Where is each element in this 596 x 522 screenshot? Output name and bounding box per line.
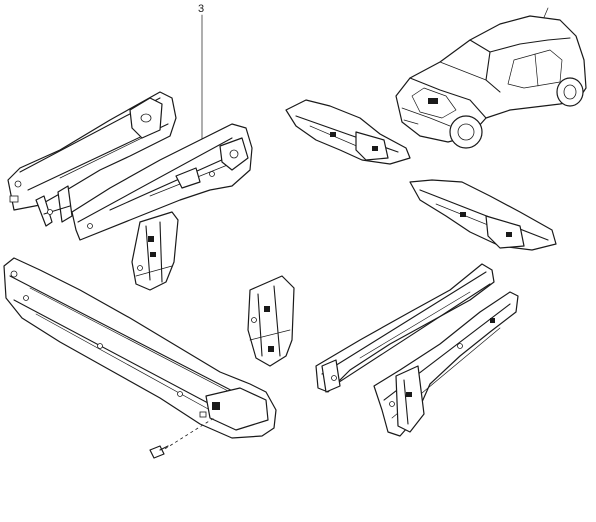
vehicle-illustration (395, 7, 587, 149)
callout-label: 3 (198, 3, 204, 15)
mounting-bracket-left[interactable] (131, 211, 179, 291)
bolt[interactable] (149, 417, 215, 459)
callout-3[interactable]: 3 (198, 3, 204, 141)
left-side-member[interactable] (7, 91, 177, 227)
front-side-rail[interactable] (71, 123, 253, 241)
upper-wheelhouse-panel[interactable] (285, 99, 411, 165)
mounting-bracket-center[interactable] (247, 275, 295, 367)
lower-wheelhouse-panel[interactable] (409, 179, 557, 251)
rear-bracket-assembly[interactable] (373, 291, 519, 437)
right-side-member[interactable] (315, 263, 495, 393)
front-cross-member[interactable] (3, 257, 277, 439)
